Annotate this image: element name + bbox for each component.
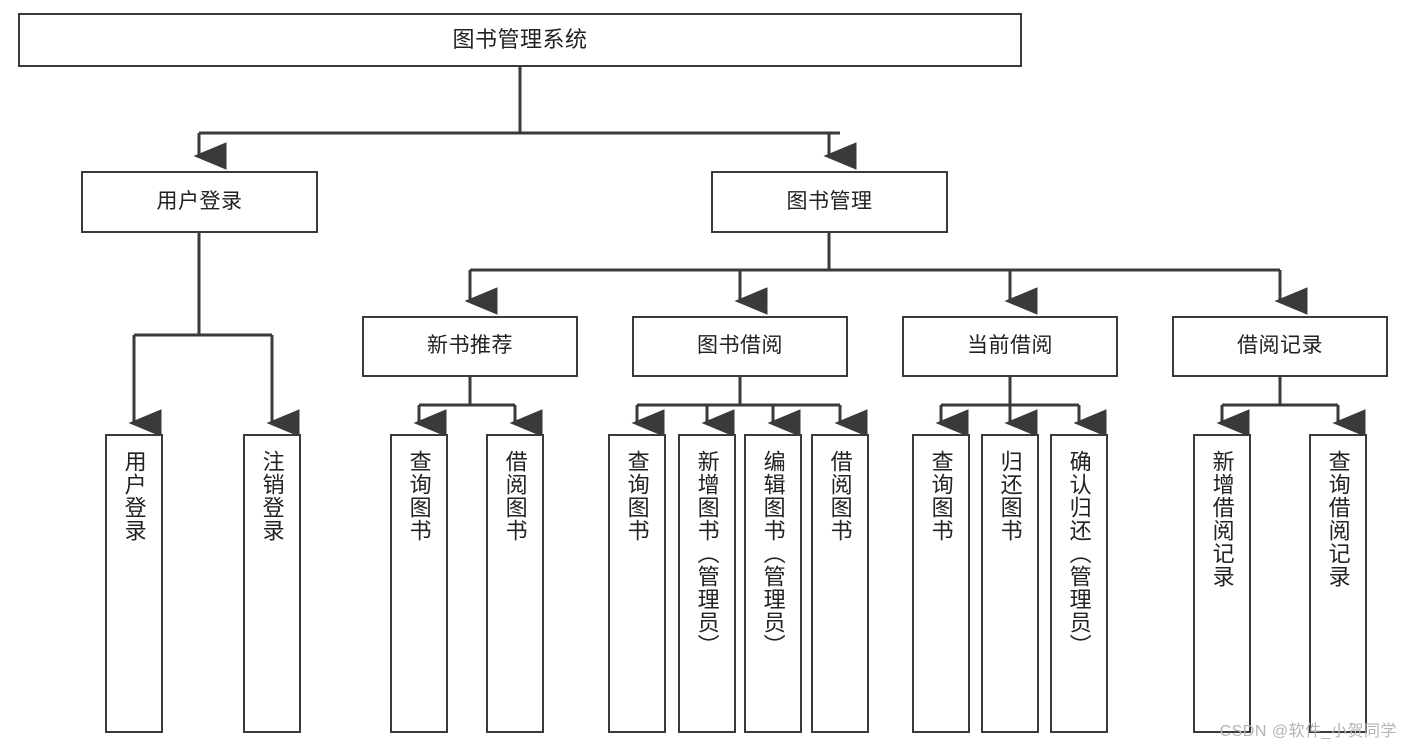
node-label: 用户登录 [156,189,243,213]
leaf-query-book-current[interactable]: 查询图书 [912,434,970,733]
node-label: 查询图书 [928,450,954,542]
node-book-borrow[interactable]: 图书借阅 [632,316,848,377]
leaf-query-book-recommend[interactable]: 查询图书 [390,434,448,733]
leaf-logout[interactable]: 注销登录 [243,434,301,733]
leaf-user-login[interactable]: 用户登录 [105,434,163,733]
leaf-edit-book-admin[interactable]: 编辑图书（管理员） [744,434,802,733]
node-label: 图书借阅 [697,334,783,358]
node-label: 图书管理 [786,189,873,213]
leaf-query-borrow-record[interactable]: 查询借阅记录 [1309,434,1367,733]
leaf-borrow-book[interactable]: 借阅图书 [811,434,869,733]
leaf-borrow-book-recommend[interactable]: 借阅图书 [486,434,544,733]
node-label: 新书推荐 [427,334,513,358]
leaf-return-book[interactable]: 归还图书 [981,434,1039,733]
node-book-management[interactable]: 图书管理 [711,171,948,233]
node-label: 当前借阅 [967,334,1053,358]
node-label: 图书管理系统 [452,27,588,53]
node-label: 查询借阅记录 [1325,450,1351,588]
node-label: 新增借阅记录 [1209,450,1235,588]
leaf-query-book-borrow[interactable]: 查询图书 [608,434,666,733]
node-label: 编辑图书（管理员） [760,450,786,657]
node-label: 借阅记录 [1237,334,1323,358]
node-label: 注销登录 [259,450,285,542]
leaf-confirm-return-admin[interactable]: 确认归还（管理员） [1050,434,1108,733]
node-label: 借阅图书 [827,450,853,542]
leaf-add-borrow-record[interactable]: 新增借阅记录 [1193,434,1251,733]
node-label: 查询图书 [624,450,650,542]
node-user-login[interactable]: 用户登录 [81,171,318,233]
node-label: 用户登录 [121,450,147,542]
node-label: 查询图书 [406,450,432,542]
leaf-add-book-admin[interactable]: 新增图书（管理员） [678,434,736,733]
node-new-book-recommend[interactable]: 新书推荐 [362,316,578,377]
node-root-system[interactable]: 图书管理系统 [18,13,1022,67]
node-label: 借阅图书 [502,450,528,542]
node-borrow-records[interactable]: 借阅记录 [1172,316,1388,377]
csdn-watermark: CSDN @软件_小贺同学 [1219,723,1397,740]
node-current-borrow[interactable]: 当前借阅 [902,316,1118,377]
node-label: 归还图书 [997,450,1023,542]
node-label: 确认归还（管理员） [1066,450,1092,657]
node-label: 新增图书（管理员） [694,450,720,657]
